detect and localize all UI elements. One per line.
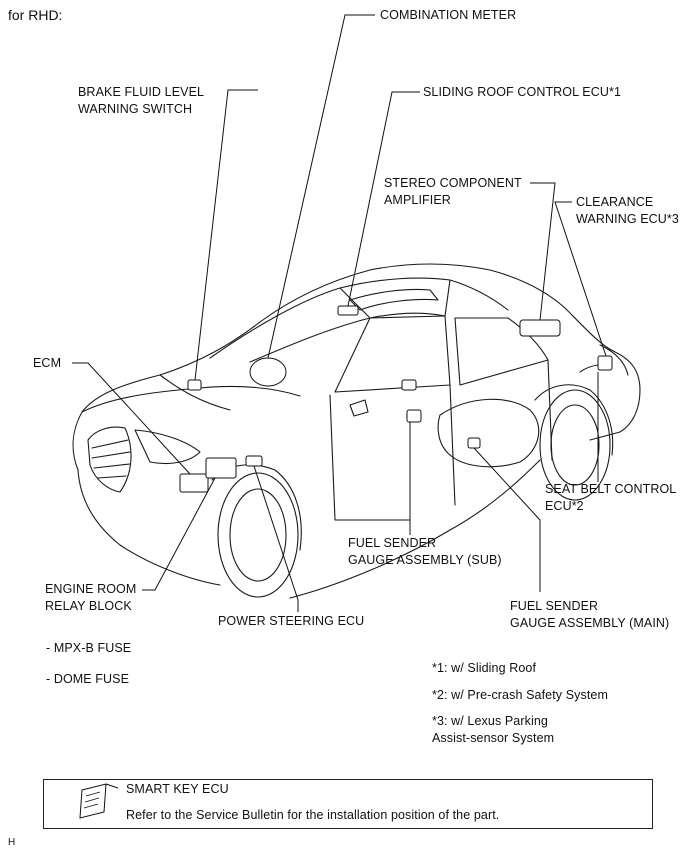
label-brake-fluid-switch: BRAKE FLUID LEVEL WARNING SWITCH	[78, 85, 205, 116]
headlight	[134, 429, 201, 465]
fuse-item: - MPX-B FUSE	[46, 641, 132, 655]
stereo-amp-part	[519, 319, 561, 337]
windshield	[209, 277, 451, 359]
leader-combination-meter	[267, 14, 375, 359]
label-fuel-sender-main: FUEL SENDER GAUGE ASSEMBLY (MAIN)	[510, 599, 670, 630]
rear-wheel	[539, 389, 611, 501]
leader-stereo	[530, 182, 556, 321]
sliding-roof-ecu-part	[337, 305, 359, 316]
smart-key-note-box	[43, 779, 653, 829]
leader-engine-relay	[142, 477, 216, 591]
power-steering-part	[245, 455, 263, 467]
fuel-sub-part	[406, 409, 422, 423]
leader-brake-switch	[194, 89, 258, 381]
fuse-item: - DOME FUSE	[46, 672, 130, 686]
label-ecm: ECM	[33, 356, 62, 370]
seat-belt-part	[401, 379, 417, 391]
smart-key-ecu-icon	[79, 783, 119, 819]
front-wheel	[217, 472, 299, 598]
brake-switch-part	[187, 379, 202, 391]
combination-meter-part	[249, 357, 287, 387]
side-window-front	[334, 315, 451, 393]
footnote: *1: w/ Sliding Roof	[432, 661, 537, 675]
note-title: SMART KEY ECU	[126, 782, 229, 796]
side-mirror	[349, 399, 369, 417]
relay-block-part	[205, 457, 237, 479]
fuel-main-part	[467, 437, 481, 449]
label-stereo-amplifier: STEREO COMPONENT AMPLIFIER	[384, 176, 522, 207]
grille	[87, 426, 132, 493]
leader-power-steering	[253, 465, 299, 612]
clearance-ecu-part	[597, 355, 613, 371]
label-combination-meter: COMBINATION METER	[380, 8, 517, 22]
leader-sliding-roof	[347, 91, 420, 307]
sunroof	[349, 288, 439, 311]
variant-header: for RHD:	[8, 7, 63, 23]
car-body-outline	[72, 263, 641, 471]
ecm-part	[179, 473, 209, 493]
footnote: *2: w/ Pre-crash Safety System	[432, 688, 608, 702]
leader-ecm	[72, 362, 191, 475]
label-fuel-sender-sub: FUEL SENDER GAUGE ASSEMBLY (SUB)	[348, 536, 502, 567]
leader-fuel-main	[473, 447, 541, 592]
fuel-tank	[437, 398, 540, 468]
leader-clearance	[554, 201, 607, 357]
label-engine-room-relay: ENGINE ROOM RELAY BLOCK	[45, 582, 137, 613]
label-seat-belt-ecu: SEAT BELT CONTROL ECU*2	[545, 482, 677, 513]
label-sliding-roof-ecu: SLIDING ROOF CONTROL ECU*1	[423, 85, 621, 99]
note-text: Refer to the Service Bulletin for the in…	[126, 808, 500, 822]
label-clearance-warning-ecu: CLEARANCE WARNING ECU*3	[576, 195, 679, 226]
footnote: *3: w/ Lexus Parking Assist-sensor Syste…	[432, 714, 555, 745]
corner-mark: H	[8, 837, 16, 848]
label-power-steering-ecu: POWER STEERING ECU	[218, 614, 365, 628]
